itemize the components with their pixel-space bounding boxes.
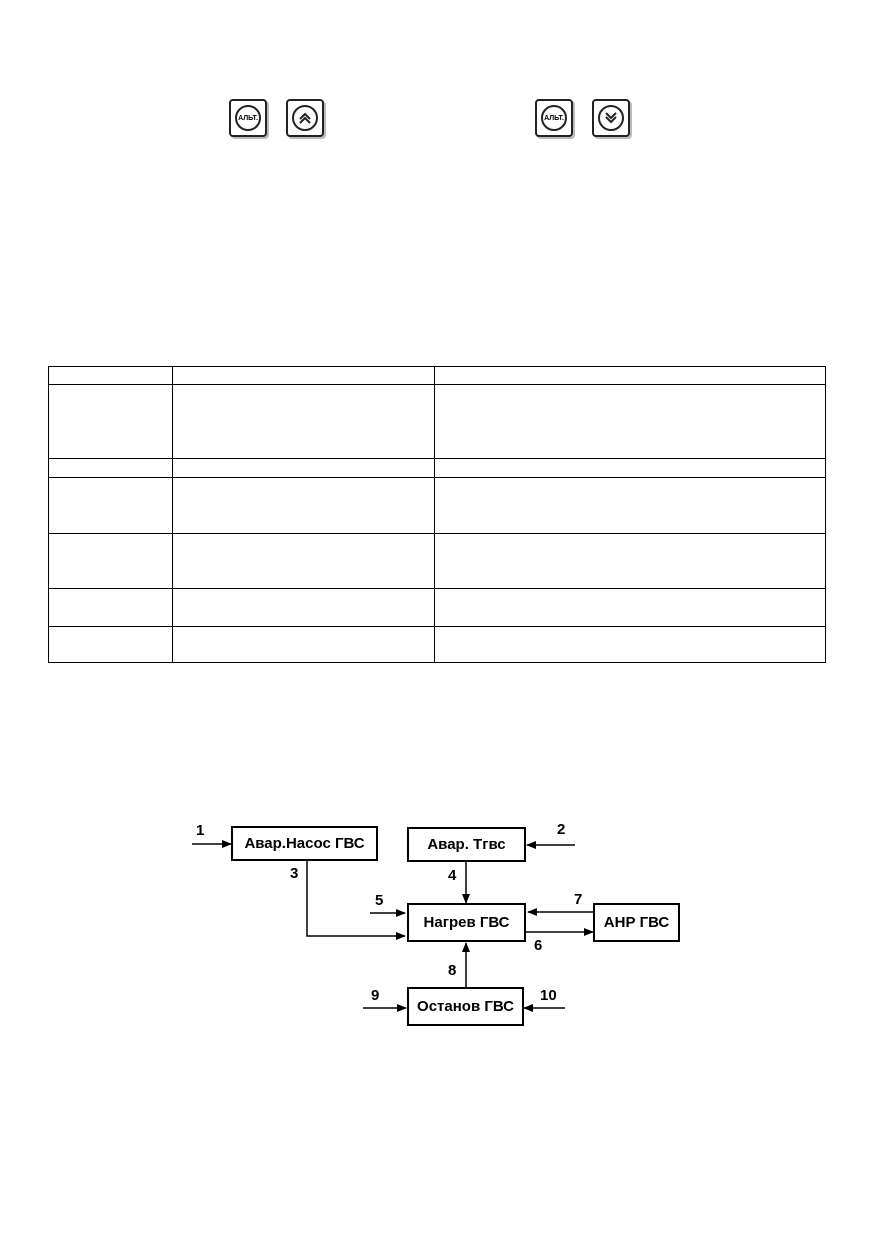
state-label: АНР ГВС — [603, 914, 670, 931]
alt-key[interactable]: АЛЬТ. — [229, 99, 267, 137]
table-row — [48, 384, 826, 459]
double-chevron-down-icon — [598, 105, 624, 131]
up-key[interactable] — [286, 99, 324, 137]
transition-number: 10 — [540, 987, 557, 1004]
state-heating: Нагрев ГВС — [407, 903, 526, 942]
transition-number: 9 — [371, 987, 380, 1004]
state-label: Нагрев ГВС — [423, 914, 510, 931]
transition-number: 5 — [375, 892, 384, 909]
table-row — [48, 366, 826, 385]
table-row — [48, 588, 826, 627]
transition-number: 6 — [534, 937, 543, 954]
transition-number: 7 — [574, 891, 583, 908]
empty-table — [48, 366, 826, 663]
state-alarm-pump: Авар.Насос ГВС — [231, 826, 378, 861]
alt-key[interactable]: АЛЬТ. — [535, 99, 573, 137]
double-chevron-up-icon — [292, 105, 318, 131]
transition-number: 8 — [448, 962, 457, 979]
transition-number: 3 — [290, 865, 299, 882]
table-row — [48, 477, 826, 534]
table-row — [48, 533, 826, 589]
alt-key-label: АЛЬТ. — [238, 114, 258, 122]
state-label: Останов ГВС — [417, 998, 514, 1015]
transition-number: 2 — [557, 821, 566, 838]
state-alarm-temp: Авар. Тгвс — [407, 827, 526, 862]
transition-number: 1 — [196, 822, 205, 839]
state-label: Авар. Тгвс — [427, 836, 506, 853]
state-label: Авар.Насос ГВС — [244, 835, 365, 852]
down-key[interactable] — [592, 99, 630, 137]
state-stop: Останов ГВС — [407, 987, 524, 1026]
transition-number: 4 — [448, 867, 457, 884]
state-anr: АНР ГВС — [593, 903, 680, 942]
table-row — [48, 626, 826, 663]
table-row — [48, 458, 826, 478]
alt-key-label: АЛЬТ. — [544, 114, 564, 122]
